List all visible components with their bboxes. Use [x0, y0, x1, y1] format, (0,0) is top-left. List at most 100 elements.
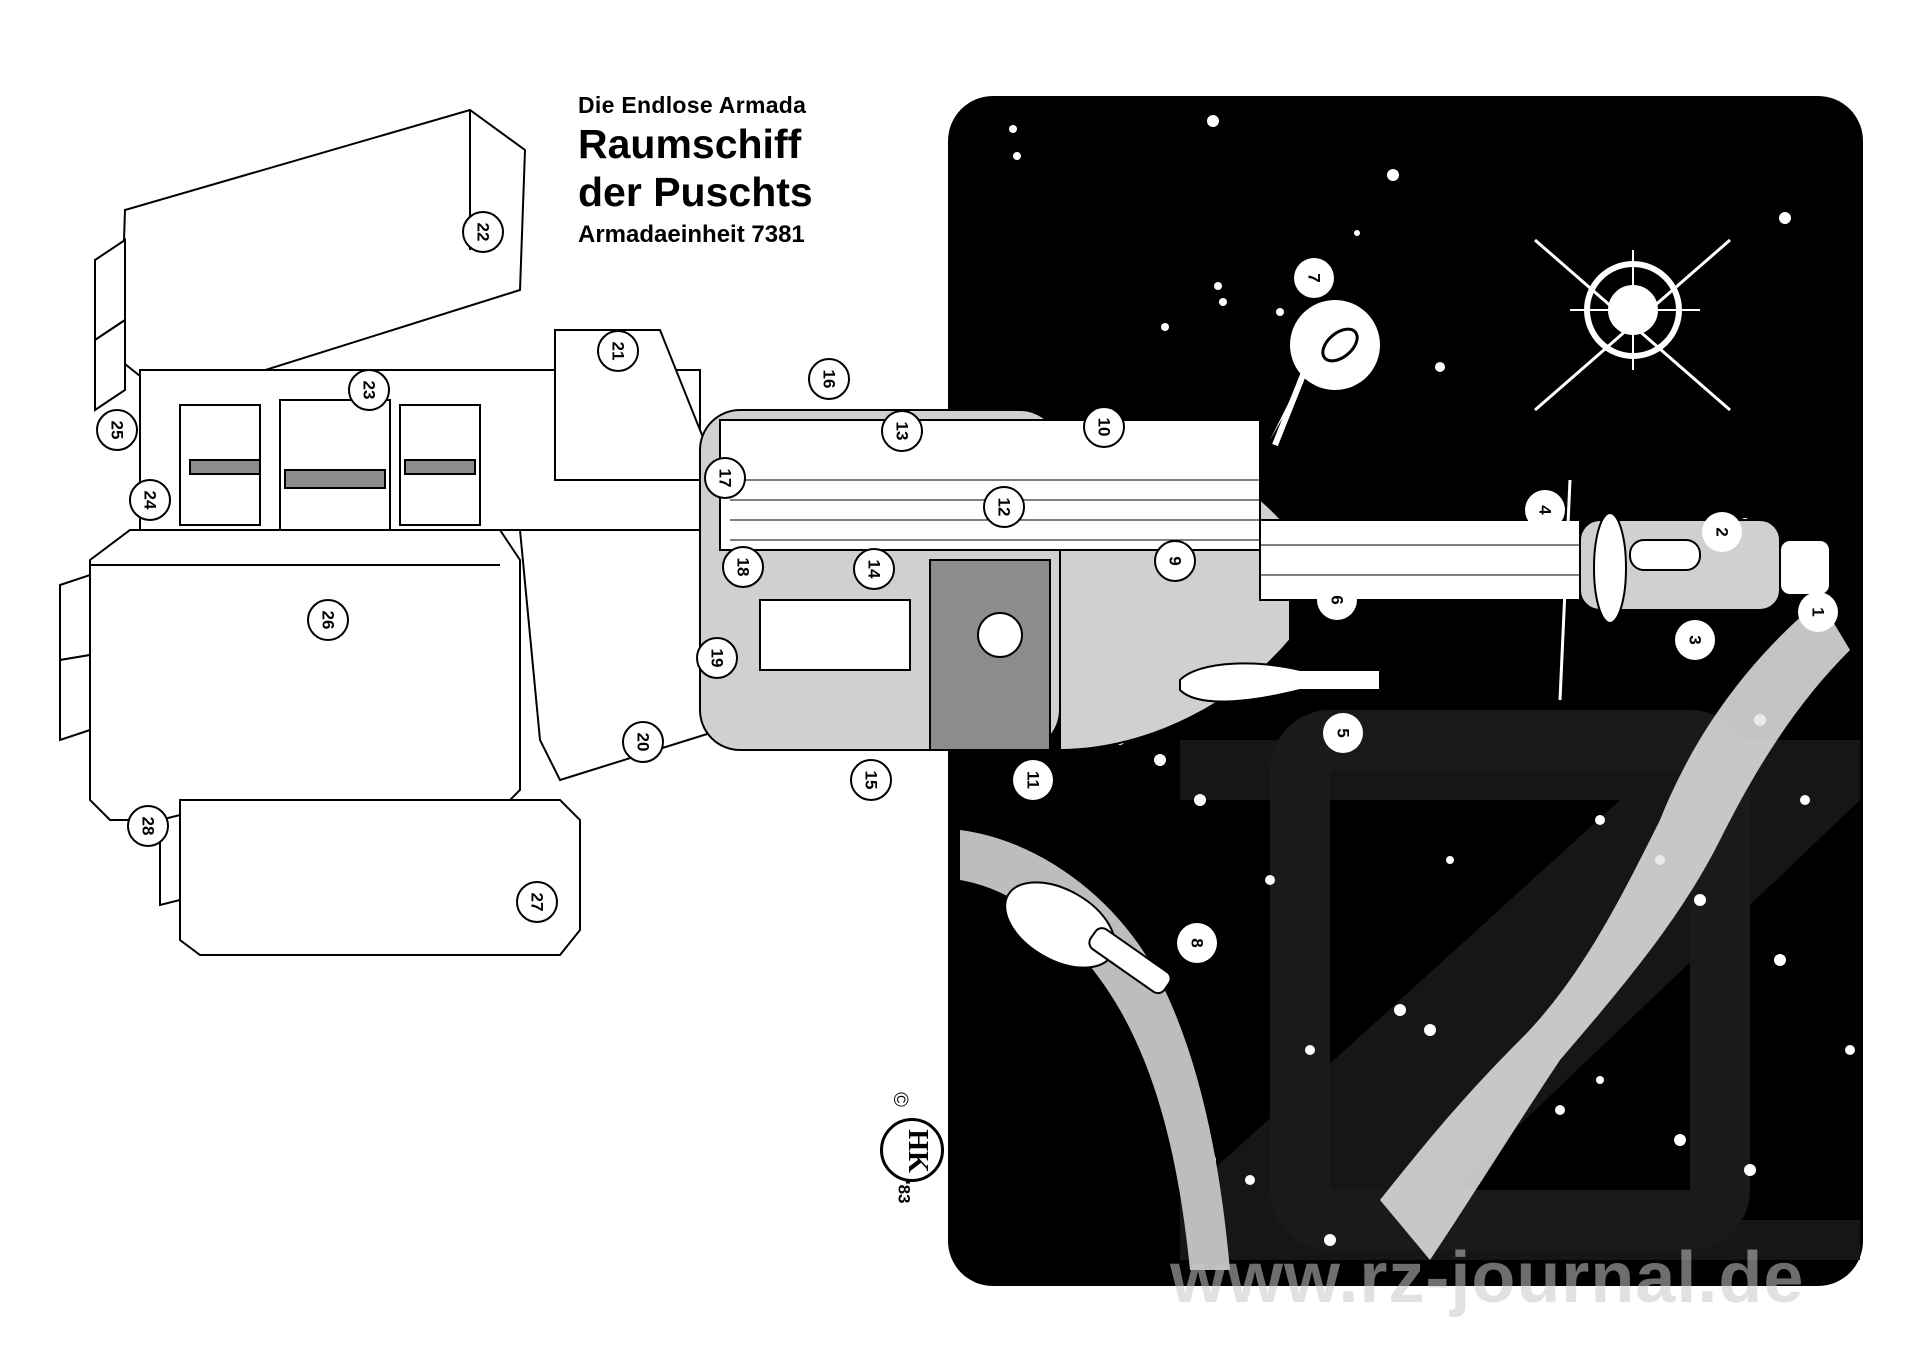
callout-9: 9 — [1154, 540, 1196, 582]
main-title-line2: der Puschts — [578, 169, 813, 215]
callout-14: 14 — [853, 548, 895, 590]
callout-10: 10 — [1083, 406, 1125, 448]
callout-circle — [1323, 713, 1363, 753]
unit-subtitle: Armadaeinheit 7381 — [578, 221, 805, 248]
callout-number: 13 — [893, 422, 912, 441]
callout-circle — [808, 358, 850, 400]
callout-11: 11 — [1013, 760, 1053, 800]
callout-circle — [1013, 760, 1053, 800]
callout-number: 5 — [1334, 728, 1353, 737]
callout-circle — [1702, 512, 1742, 552]
watermark-text: www.rz-journal.de — [1170, 1238, 1805, 1318]
callout-number: 3 — [1686, 635, 1705, 644]
callout-25: 25 — [96, 409, 138, 451]
signature-year: '83 — [894, 1180, 914, 1204]
callout-5: 5 — [1323, 713, 1363, 753]
callout-circle — [96, 409, 138, 451]
callout-circle — [722, 546, 764, 588]
callout-24: 24 — [129, 479, 171, 521]
callout-18: 18 — [722, 546, 764, 588]
copyright-symbol: © — [888, 1092, 911, 1107]
callout-circle — [307, 599, 349, 641]
engine-pod-28 — [159, 799, 581, 956]
callout-number: 1 — [1809, 607, 1828, 616]
callout-circle — [704, 457, 746, 499]
callout-2: 2 — [1702, 512, 1742, 552]
title-block: Die Endlose Armada Raumschiff der Puscht… — [578, 92, 813, 249]
engine-block — [139, 329, 722, 531]
artist-signature: © HK '83 — [860, 1080, 944, 1220]
callout-21: 21 — [597, 330, 639, 372]
callout-number: 17 — [716, 469, 735, 488]
planet-with-ship — [1270, 300, 1380, 447]
callout-4: 4 — [1525, 490, 1565, 530]
callout-circle — [1675, 620, 1715, 660]
callout-circle — [516, 881, 558, 923]
callout-number: 24 — [141, 491, 160, 510]
callout-number: 14 — [865, 560, 884, 579]
callout-circle — [127, 805, 169, 847]
callout-number: 21 — [609, 342, 628, 361]
callout-number: 16 — [820, 370, 839, 389]
callout-number: 25 — [108, 421, 127, 440]
callout-circle — [881, 410, 923, 452]
series-title: Die Endlose Armada — [578, 92, 807, 118]
callout-16: 16 — [808, 358, 850, 400]
callout-number: 12 — [995, 498, 1014, 517]
callout-number: 11 — [1024, 771, 1043, 789]
callout-number: 10 — [1095, 418, 1114, 437]
callout-26: 26 — [307, 599, 349, 641]
callout-17: 17 — [704, 457, 746, 499]
callout-number: 4 — [1536, 505, 1555, 515]
callout-circle — [1154, 540, 1196, 582]
signature-circle: HK — [880, 1118, 944, 1182]
callout-28: 28 — [127, 805, 169, 847]
callout-circle — [1294, 258, 1334, 298]
callout-23: 23 — [348, 369, 390, 411]
callout-12: 12 — [983, 486, 1025, 528]
callout-1: 1 — [1798, 592, 1838, 632]
callout-22: 22 — [462, 211, 504, 253]
callout-6: 6 — [1317, 580, 1357, 620]
callout-number: 20 — [634, 733, 653, 752]
callout-7: 7 — [1294, 258, 1334, 298]
callout-19: 19 — [696, 637, 738, 679]
callout-circle — [1317, 580, 1357, 620]
signature-initials: HK — [901, 1129, 933, 1173]
callout-number: 22 — [474, 223, 493, 242]
callout-number: 19 — [708, 649, 727, 668]
callout-number: 15 — [862, 771, 881, 790]
callout-circle — [983, 486, 1025, 528]
callout-circle — [1525, 490, 1565, 530]
callout-number: 26 — [319, 611, 338, 630]
callout-3: 3 — [1675, 620, 1715, 660]
callout-20: 20 — [622, 721, 664, 763]
callout-circle — [1798, 592, 1838, 632]
callouts: 1234567891011121314151617181920212223242… — [96, 211, 1838, 963]
callout-27: 27 — [516, 881, 558, 923]
main-title-line1: Raumschiff — [578, 121, 802, 167]
callout-number: 28 — [139, 817, 158, 836]
callout-15: 15 — [850, 759, 892, 801]
callout-number: 8 — [1188, 938, 1207, 947]
interior-grid — [730, 479, 1580, 576]
callout-circle — [597, 330, 639, 372]
engine-pod-22 — [94, 108, 527, 412]
callout-number: 7 — [1305, 273, 1324, 282]
callout-circle — [1083, 406, 1125, 448]
callout-number: 2 — [1713, 527, 1732, 536]
shuttle-8 — [1004, 881, 1172, 995]
callout-number: 6 — [1328, 595, 1347, 604]
callout-8: 8 — [1177, 923, 1217, 963]
callout-circle — [1177, 923, 1217, 963]
callout-number: 23 — [360, 381, 379, 400]
callout-13: 13 — [881, 410, 923, 452]
engine-pod-26 — [59, 529, 521, 821]
callout-circle — [348, 369, 390, 411]
callout-circle — [462, 211, 504, 253]
callout-circle — [850, 759, 892, 801]
callout-circle — [622, 721, 664, 763]
callout-circle — [129, 479, 171, 521]
bright-star — [1534, 238, 1731, 412]
